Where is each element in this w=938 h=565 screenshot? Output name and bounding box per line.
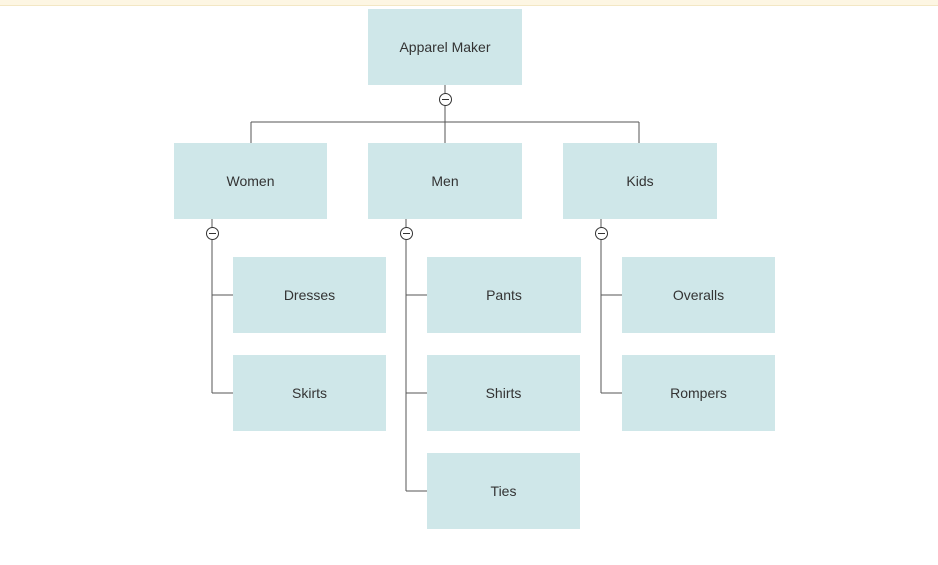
node-label: Overalls	[672, 287, 725, 303]
node-label: Pants	[486, 287, 522, 303]
node-label: Skirts	[292, 385, 327, 401]
node-ties[interactable]: Ties	[427, 453, 580, 529]
node-label: Dresses	[283, 287, 336, 303]
node-label: Rompers	[670, 385, 727, 401]
node-label: Apparel Maker	[399, 39, 491, 55]
node-pants[interactable]: Pants	[427, 257, 581, 333]
node-label: Ties	[490, 483, 517, 499]
collapse-minus-icon[interactable]	[595, 227, 608, 240]
node-kids[interactable]: Kids	[563, 143, 717, 219]
node-apparel-maker[interactable]: Apparel Maker	[368, 9, 522, 85]
node-overalls[interactable]: Overalls	[622, 257, 775, 333]
node-women[interactable]: Women	[174, 143, 327, 219]
node-men[interactable]: Men	[368, 143, 522, 219]
node-label: Shirts	[485, 385, 522, 401]
top-banner-strip	[0, 0, 938, 6]
collapse-minus-icon[interactable]	[206, 227, 219, 240]
collapse-minus-icon[interactable]	[439, 93, 452, 106]
node-label: Women	[226, 173, 275, 189]
node-label: Kids	[626, 173, 654, 189]
node-label: Men	[431, 173, 459, 189]
node-rompers[interactable]: Rompers	[622, 355, 775, 431]
collapse-minus-icon[interactable]	[400, 227, 413, 240]
node-skirts[interactable]: Skirts	[233, 355, 386, 431]
node-dresses[interactable]: Dresses	[233, 257, 386, 333]
node-shirts[interactable]: Shirts	[427, 355, 580, 431]
